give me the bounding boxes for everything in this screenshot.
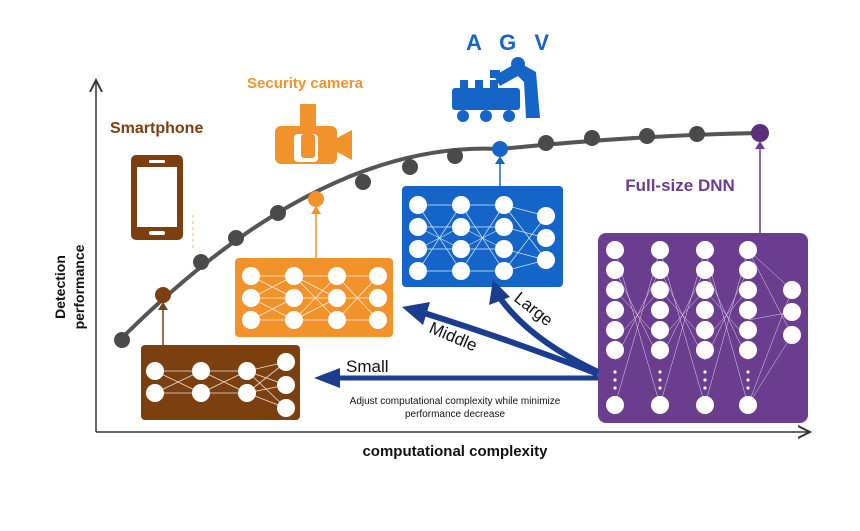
y-axis-label: Detection performance — [52, 244, 87, 330]
small-arrow — [314, 368, 598, 388]
small-label: Small — [346, 357, 389, 376]
curve-point — [270, 205, 286, 221]
curve-point — [193, 254, 209, 270]
camera-point — [308, 191, 324, 207]
full-size-dnn-title: Full-size DNN — [625, 176, 735, 195]
curve-point — [114, 332, 130, 348]
smartphone-point — [155, 287, 171, 303]
large-label: Large — [511, 288, 557, 330]
large-network — [402, 186, 563, 287]
middle-arrow — [402, 302, 600, 377]
curve-point — [584, 130, 600, 146]
full-dnn-point — [751, 124, 769, 142]
smartphone-icon — [131, 155, 183, 240]
curve-points — [114, 126, 705, 348]
performance-curve — [118, 131, 761, 342]
curve-point — [639, 128, 655, 144]
large-arrow — [489, 280, 600, 375]
adjust-note: Adjust computational complexity while mi… — [349, 396, 561, 420]
agv-title: A G V — [466, 30, 556, 55]
security-camera-title: Security camera — [247, 75, 363, 92]
curve-point — [689, 126, 705, 142]
curve-point — [538, 135, 554, 151]
curve-point — [447, 148, 463, 164]
smartphone-title: Smartphone — [110, 120, 204, 137]
full-size-network — [598, 233, 808, 423]
agv-robot-icon — [452, 57, 540, 122]
agv-point — [492, 141, 508, 157]
curve-point — [228, 230, 244, 246]
curve-point — [355, 174, 371, 190]
middle-network — [235, 258, 393, 337]
small-network — [141, 345, 300, 420]
curve-point — [402, 159, 418, 175]
security-camera-icon — [275, 104, 352, 164]
x-axis-label: computational complexity — [362, 443, 548, 460]
